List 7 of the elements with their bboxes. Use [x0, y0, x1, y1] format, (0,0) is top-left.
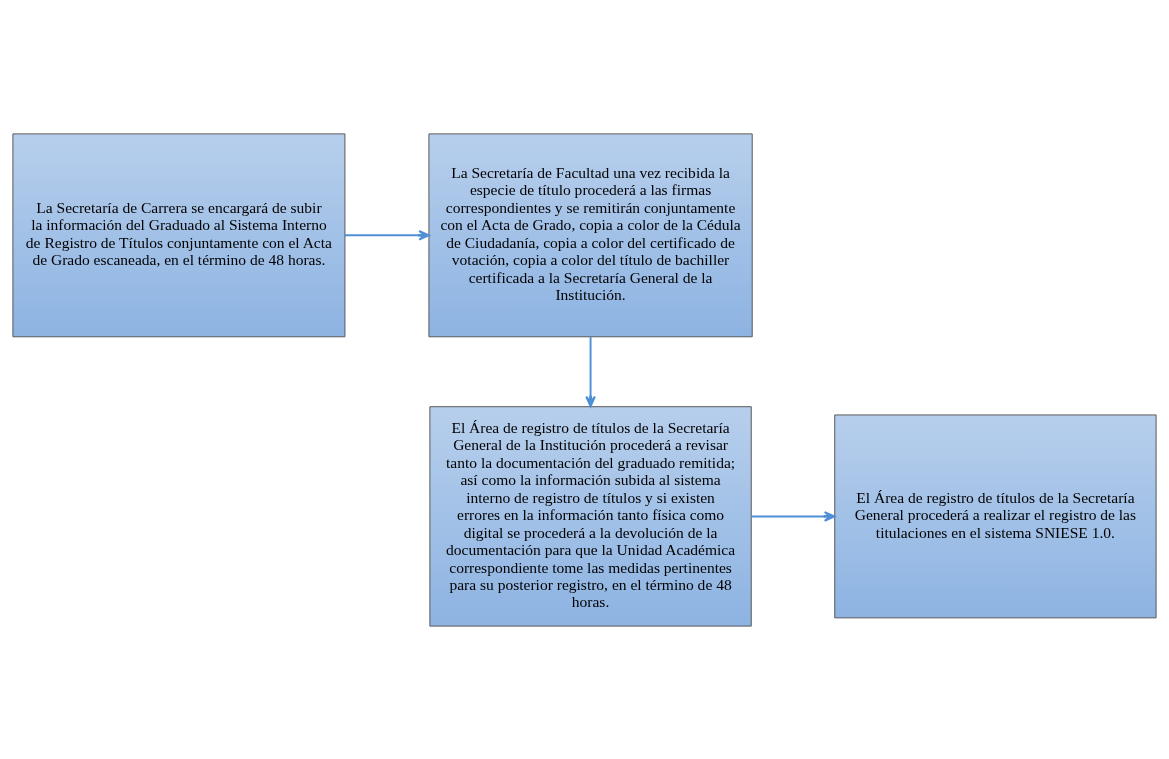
- arrow: [750, 510, 836, 522]
- node-box: La Secretaría de Facultad una vez recibida la especie de título procederá a las firmas correspondientes y se remitirán conjuntamente con el Acta de Grado, copia a color de la Cédula de Ciudadanía, copia a color del certificado de votación, copia a color del título de bachiller certificada a la Secretaría General de la Institución.: [428, 132, 753, 337]
- node-box: El Área de registro de títulos de la Secretaría General procederá a realizar el registro de las titulaciones en el sistema SNIESE 1.0.: [834, 413, 1157, 618]
- arrow: [343, 229, 430, 241]
- node-box: El Área de registro de títulos de la Secretaría General de la Institución procederá a revisar tanto la documentación del graduado remitida; así como la información subida al sistema interno de registro de títulos y si existen errores en la información tanto física como digital se procederá a la devolución de la documentación para que la Unidad Académica correspondiente tome las medidas pertinentes para su posterior registro, en el término de 48 horas.: [429, 405, 752, 627]
- arrow: [585, 335, 596, 407]
- node-box: La Secretaría de Carrera se encargará de subir la información del Graduado al Sistema Interno de Registro de Títulos conjuntamente con el Acta de Grado escaneada, en el término de 48 horas.: [12, 132, 346, 337]
